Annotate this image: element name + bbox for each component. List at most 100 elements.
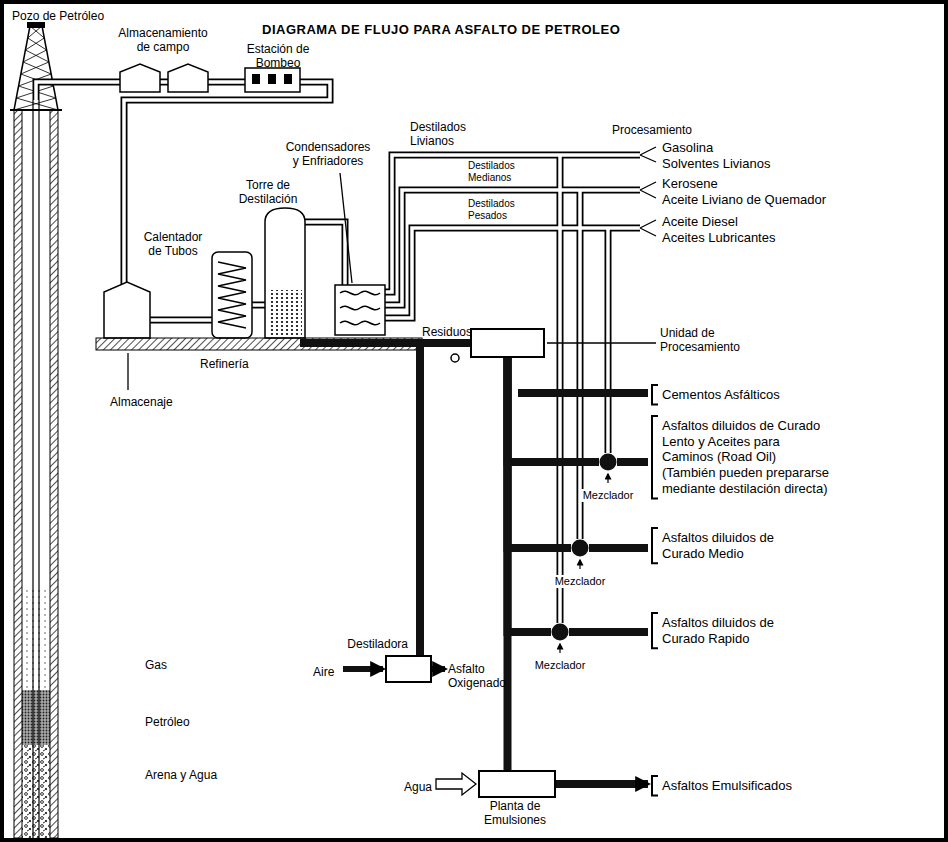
- flow-label: Petróleo: [145, 715, 190, 729]
- label-slot: Arena y Agua: [145, 765, 235, 783]
- derrick: [25, 38, 44, 50]
- pumping-station: [268, 74, 276, 84]
- residue-pipe: [589, 544, 648, 552]
- label-slot: Torre de Destilación: [226, 178, 310, 207]
- product-forks: [640, 147, 656, 236]
- distillation-tower: [268, 290, 302, 336]
- derrick: [28, 26, 42, 38]
- residue-pipe: [518, 389, 648, 397]
- flow-label: Calentador de Tubos: [136, 230, 210, 259]
- label-slot: Asfalto Oxigenado: [448, 662, 512, 691]
- label-slot: Estación de Bombeo: [236, 42, 320, 71]
- flow-label: Destilados Medianos: [468, 160, 532, 184]
- leader-line: [127, 353, 128, 390]
- pointer-arrow: [579, 560, 580, 569]
- derrick: [21, 62, 49, 74]
- pumping-station: [245, 68, 300, 92]
- flow-label: Aceites Lubricantes: [662, 230, 775, 246]
- condenser: [340, 291, 380, 324]
- label-slot: Aceite Liviano de Quemador: [662, 190, 902, 208]
- residue-pipe: [569, 628, 648, 636]
- valve-symbol: [451, 354, 459, 362]
- node-label: Planta de Emulsiones: [465, 799, 565, 828]
- oil-well: [50, 110, 58, 838]
- pipeline: [605, 228, 612, 453]
- label-slot: Asfaltos diluidos de Curado Medio: [662, 530, 780, 562]
- pipeline: [385, 155, 640, 292]
- asphalt-pipe: [508, 358, 600, 462]
- flow-label: Arena y Agua: [145, 768, 217, 782]
- flow-label: Asfalto Oxigenado: [448, 662, 512, 691]
- node-label: Mezclador: [533, 659, 588, 672]
- product-forks: [640, 147, 656, 162]
- tube-heater: [212, 252, 252, 338]
- flow-label: Destilados Livianos: [410, 120, 476, 149]
- product-forks: [640, 220, 656, 236]
- label-slot: Petróleo: [145, 712, 225, 730]
- pipeline: [385, 228, 640, 318]
- pipeline: [150, 317, 214, 324]
- derrick: [23, 50, 46, 62]
- node-label: Mezclador: [581, 489, 636, 502]
- pipeline: [150, 318, 214, 322]
- process-box: Unidad de Procesamiento: [470, 328, 545, 358]
- asphalt-pipe: [508, 358, 572, 548]
- oil-well: [14, 110, 22, 838]
- flow-label: Aire: [313, 665, 334, 679]
- oil-well: [22, 690, 50, 745]
- oil-well: [22, 745, 50, 838]
- label-slot: Aceites Lubricantes: [662, 228, 902, 246]
- flow-label: Aceite Diesel: [662, 214, 738, 230]
- mixer-symbol: [600, 454, 617, 471]
- label-slot: Asfaltos diluidos de Curado Rapido: [662, 615, 780, 647]
- condenser: [335, 285, 385, 335]
- derrick: [30, 26, 44, 38]
- mixer-node: Mezclador: [571, 539, 589, 557]
- label-slot: Solventes Livianos: [662, 154, 902, 172]
- label-slot: Asfaltos Emulsificados: [662, 776, 882, 794]
- flow-label: Procesamiento: [612, 123, 692, 137]
- label-slot: Kerosene: [662, 174, 902, 192]
- tube-heater: [218, 262, 246, 328]
- pipeline: [577, 190, 584, 539]
- flow-label: Solventes Livianos: [662, 156, 770, 172]
- bracket: [652, 613, 658, 648]
- process-box: Destiladora: [385, 655, 432, 683]
- node-text-slot: Planta de Emulsiones: [465, 799, 565, 828]
- flow-label: Residuos: [422, 325, 472, 339]
- pipeline: [385, 190, 640, 305]
- label-slot: Gasolina: [662, 138, 902, 156]
- flow-label: Destilados Pesados: [468, 198, 532, 222]
- flow-label: Almacenaje: [110, 395, 173, 409]
- pipeline: [36, 82, 640, 623]
- mixer-symbol: [599, 453, 617, 471]
- distillation-tower: [265, 208, 305, 338]
- residue-pipe: [300, 343, 648, 655]
- label-slot: Almacenamiento de campo: [113, 26, 213, 55]
- flow-label: Aceite Liviano de Quemador: [662, 192, 826, 208]
- flow-label: Kerosene: [662, 176, 718, 192]
- bracket: [652, 385, 658, 796]
- flow-label: Almacenamiento de campo: [113, 26, 213, 55]
- label-slot: Pozo de Petróleo: [12, 6, 152, 24]
- flow-label: Pozo de Petróleo: [12, 9, 104, 23]
- oil-well: [32, 100, 33, 838]
- bracket: [652, 776, 658, 796]
- pipeline: [606, 228, 610, 453]
- pipeline: [252, 303, 265, 307]
- label-slot: Almacenaje: [110, 392, 200, 410]
- label-slot: Destilados Livianos: [410, 120, 476, 149]
- node-text-slot: Mezclador: [516, 655, 604, 673]
- flow-label: Gasolina: [662, 140, 713, 156]
- oil-well: [14, 100, 58, 838]
- label-slot: Condensadores y Enfriadores: [282, 140, 374, 169]
- mixer-symbol: [552, 624, 569, 641]
- residue-pipe: [416, 343, 424, 655]
- label-slot: Aire: [313, 662, 343, 680]
- pumping-station: [284, 74, 292, 84]
- storage-tank: [168, 64, 208, 92]
- flow-label: Gas: [145, 658, 167, 672]
- pipeline: [305, 222, 345, 285]
